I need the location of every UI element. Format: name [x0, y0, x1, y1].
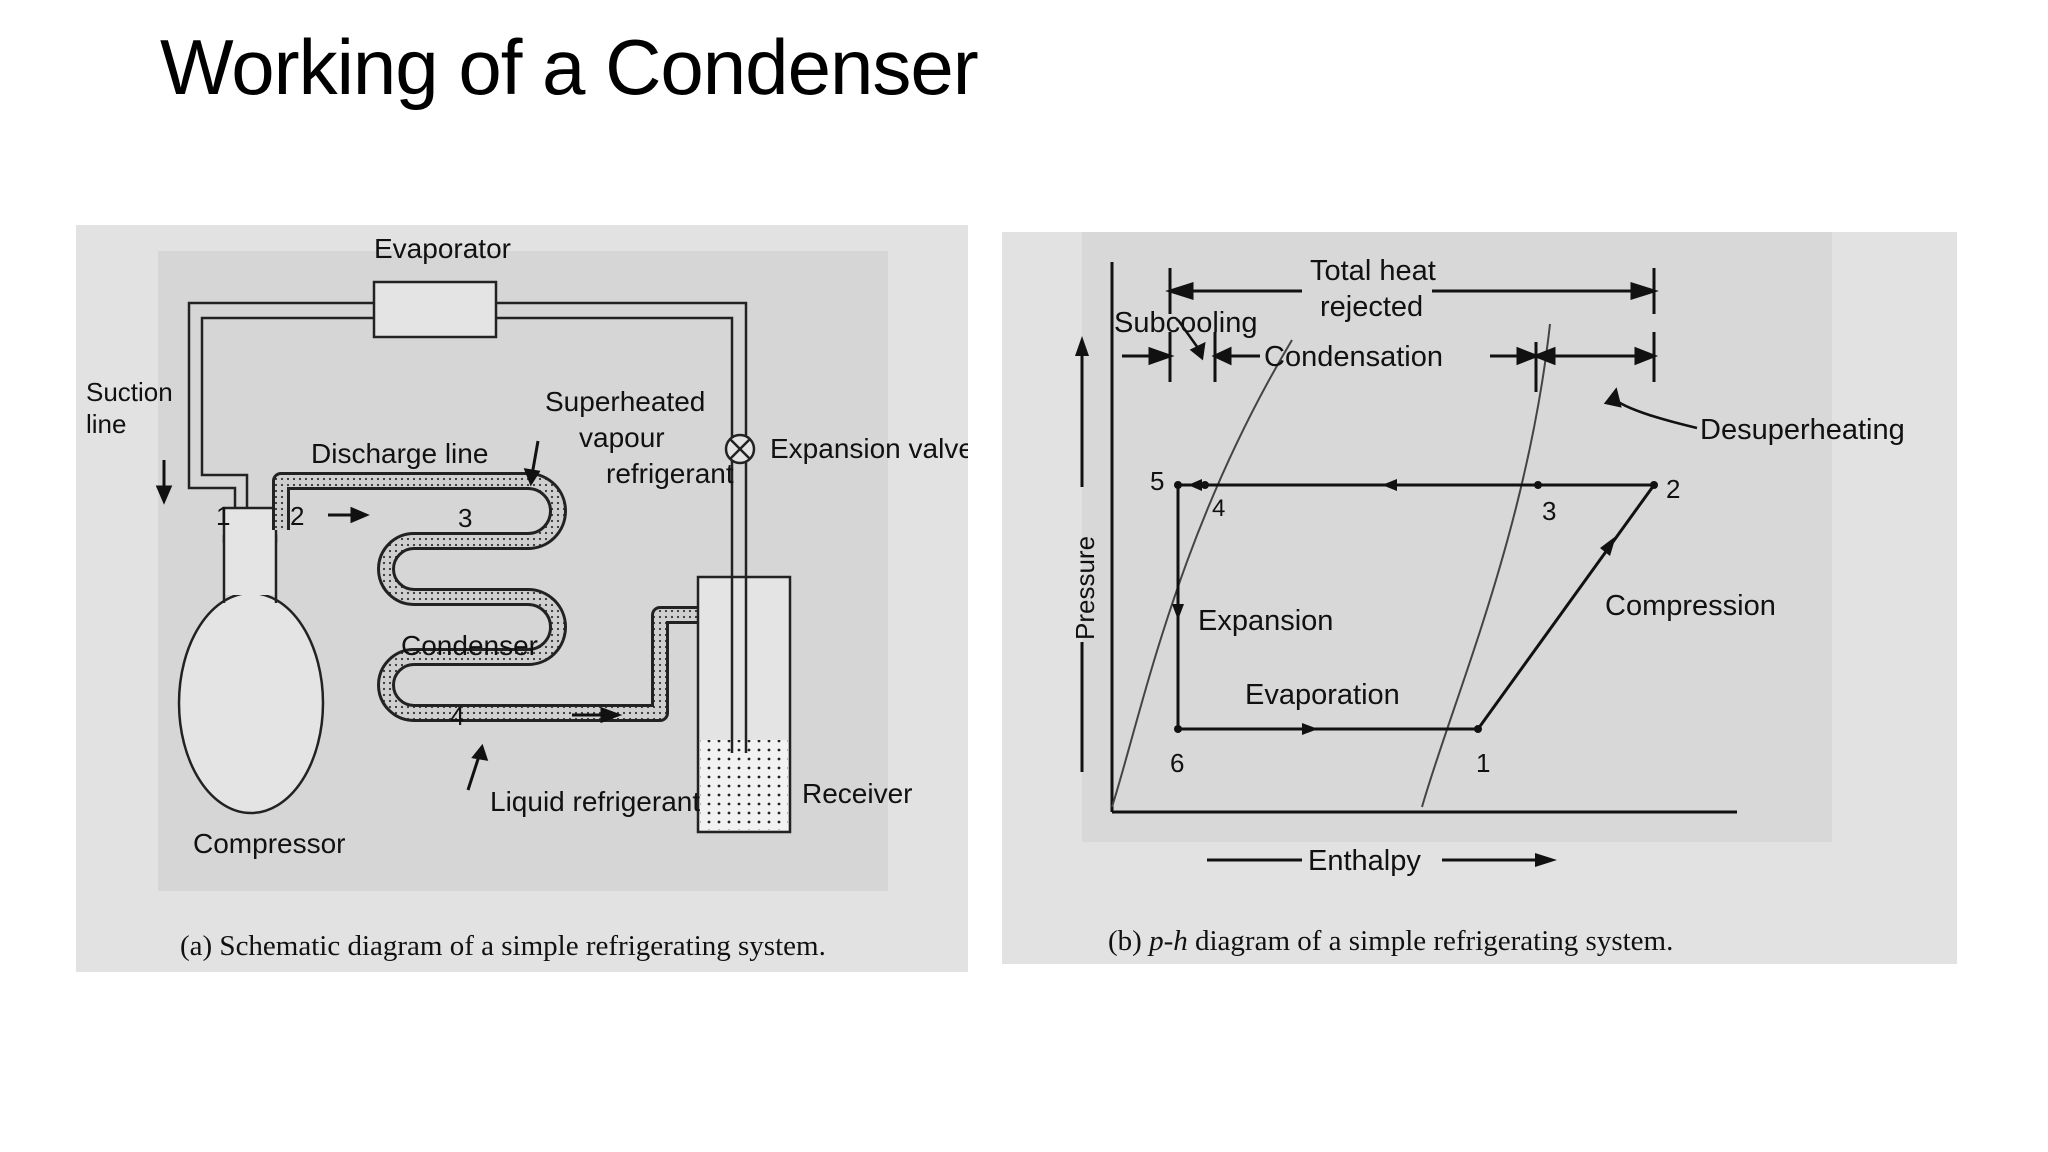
diagram-background: [1082, 232, 1832, 842]
point-3-label: 3: [458, 503, 472, 533]
cycle-arrows: [1172, 479, 1616, 735]
evaporator-box: [372, 280, 498, 339]
state-points: [1174, 481, 1658, 733]
axes: [1110, 262, 1737, 814]
label-superheated-1: Superheated: [545, 386, 705, 417]
dimension-lines: [1122, 268, 1659, 392]
point-6-label: 6: [1170, 748, 1184, 778]
ph-diagram: Pressure Enthalpy: [1070, 232, 1905, 957]
expansion-valve-icon: [724, 433, 756, 465]
flow-arrows: [155, 440, 623, 791]
caption-b: (b) p-h diagram of a simple refrigeratin…: [1108, 925, 1673, 957]
label-condensation: Condensation: [1264, 341, 1443, 373]
saturated-vapour-curve: [1421, 323, 1551, 808]
point-3-label: 3: [1542, 496, 1556, 526]
label-pressure: Pressure: [1070, 536, 1100, 640]
schematic-diagram: Evaporator Suction line Discharge line S…: [86, 233, 968, 962]
label-evaporator: Evaporator: [374, 233, 511, 264]
label-superheated-2: vapour: [579, 422, 665, 453]
label-subcooling: Subcooling: [1114, 307, 1258, 339]
compressor-shape: [177, 506, 325, 815]
suction-line: [187, 301, 748, 585]
label-superheated-3: refrigerant: [606, 458, 734, 489]
label-suction-line-2: line: [86, 409, 126, 439]
label-suction-line-1: Suction: [86, 377, 173, 407]
label-total-heat-2: rejected: [1320, 291, 1423, 323]
point-4-label: 4: [450, 701, 464, 731]
point-2-label: 2: [1666, 474, 1680, 504]
condenser-coil: [275, 475, 706, 719]
receiver-tank: [696, 575, 792, 834]
pressure-axis-label: Pressure: [1070, 336, 1100, 772]
point-5-label: 5: [1150, 466, 1164, 496]
label-compressor: Compressor: [193, 828, 345, 859]
point-2-label: 2: [290, 501, 304, 531]
label-expansion: Expansion: [1198, 605, 1333, 637]
label-total-heat-1: Total heat: [1310, 255, 1436, 287]
label-expansion-valve: Expansion valve: [770, 433, 968, 464]
label-liquid-refrigerant: Liquid refrigerant: [490, 786, 700, 817]
slide-title: Working of a Condenser: [160, 23, 979, 111]
label-compression: Compression: [1605, 590, 1776, 622]
label-receiver: Receiver: [802, 778, 912, 809]
caption-a: (a) Schematic diagram of a simple refrig…: [180, 930, 826, 962]
label-desuperheating: Desuperheating: [1700, 414, 1905, 446]
enthalpy-axis-label: Enthalpy: [1207, 845, 1557, 877]
point-4-label: 4: [1212, 495, 1225, 522]
schematic-diagram-panel: Evaporator Suction line Discharge line S…: [76, 225, 968, 972]
point-1-label: 1: [1476, 748, 1490, 778]
pointer-arrows: [1176, 319, 1698, 430]
ph-diagram-panel: Pressure Enthalpy: [1002, 232, 1957, 964]
label-condenser: Condenser: [401, 630, 538, 661]
point-1-label: 1: [216, 501, 230, 531]
label-evaporation: Evaporation: [1245, 679, 1400, 711]
saturated-liquid-curve: [1111, 339, 1293, 808]
label-enthalpy: Enthalpy: [1308, 845, 1421, 877]
label-discharge-line: Discharge line: [311, 438, 488, 469]
